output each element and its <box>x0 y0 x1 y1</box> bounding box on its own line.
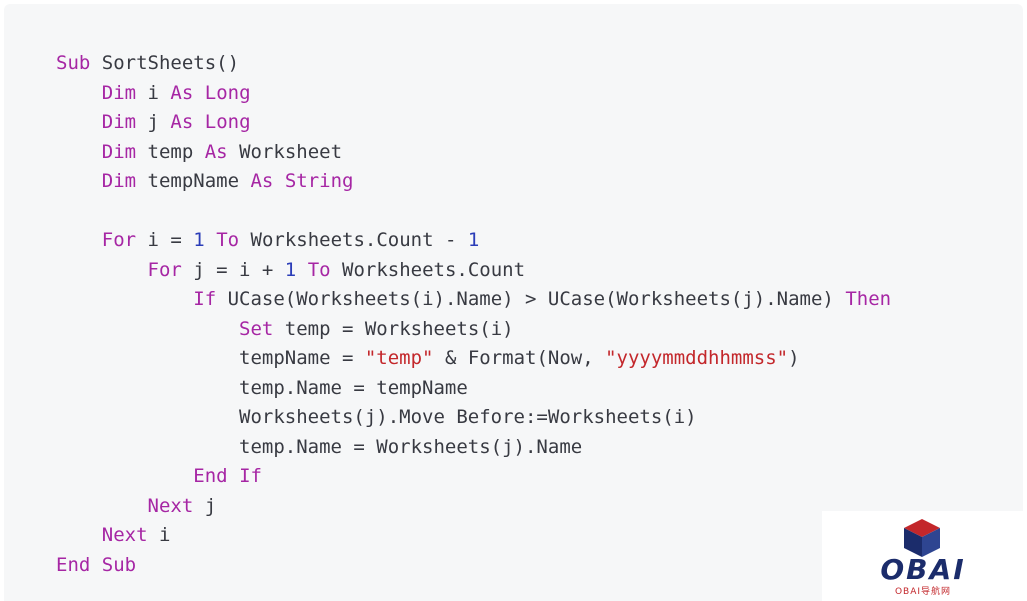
code-token: Worksheets.Count - <box>239 229 468 251</box>
code-token: As <box>170 111 194 133</box>
code-line: Worksheets(j).Move Before:=Worksheets(i) <box>56 403 891 433</box>
code-token: j = i + <box>181 258 285 281</box>
code-token <box>193 111 204 133</box>
code-token: i <box>147 524 171 546</box>
code-token: To <box>216 229 240 251</box>
code-line: Next j <box>56 492 891 522</box>
code-line: End Sub <box>56 551 891 581</box>
code-token <box>273 170 284 192</box>
code-token: tempName <box>136 170 251 192</box>
code-token <box>56 111 102 133</box>
code-token: If <box>193 288 217 310</box>
code-line <box>56 197 891 227</box>
code-token: Worksheet <box>227 140 343 163</box>
code-line: Dim temp As Worksheet <box>56 138 891 168</box>
code-token <box>56 170 102 192</box>
code-token: As <box>250 170 274 192</box>
code-token <box>205 229 216 251</box>
code-token: SortSheets() <box>90 52 240 74</box>
code-line: temp.Name = Worksheets(j).Name <box>56 433 891 463</box>
code-token <box>56 495 148 517</box>
code-line: End If <box>56 462 891 492</box>
code-token: As <box>204 140 228 163</box>
code-token <box>296 259 307 281</box>
code-token: i <box>136 81 171 104</box>
code-token <box>56 141 102 163</box>
code-token: Long <box>204 81 251 104</box>
watermark: OBAI OBAI导航网 <box>822 511 1024 601</box>
code-token <box>56 524 102 546</box>
code-token: Dim <box>101 170 137 192</box>
code-token: ) <box>788 347 800 369</box>
watermark-subtitle: OBAI导航网 <box>894 587 952 597</box>
code-token: As <box>170 81 194 104</box>
code-token <box>56 259 148 281</box>
code-token: temp.Name = tempName <box>56 376 468 399</box>
code-token: Dim <box>101 111 137 133</box>
code-token: Worksheets(j).Move Before:=Worksheets(i) <box>56 406 697 428</box>
code-token: temp.Name = Worksheets(j).Name <box>56 435 583 458</box>
code-token: & Format(Now, <box>433 347 606 369</box>
code-line: temp.Name = tempName <box>56 374 891 404</box>
code-line: tempName = "temp" & Format(Now, "yyyymmd… <box>56 344 891 374</box>
code-token: String <box>284 170 354 192</box>
code-token: "temp" <box>364 347 434 369</box>
code-token <box>56 229 102 251</box>
watermark-brand: OBAI <box>880 553 966 586</box>
code-token: Then <box>845 288 892 310</box>
code-token: Dim <box>101 81 137 104</box>
code-token: 1 <box>193 229 205 251</box>
code-line: Dim i As Long <box>56 79 891 109</box>
code-line: Dim tempName As String <box>56 167 891 197</box>
code-token <box>90 554 101 576</box>
code-token: 1 <box>467 229 480 251</box>
code-token: If <box>239 465 262 487</box>
code-token: Next <box>147 494 194 517</box>
code-line: For i = 1 To Worksheets.Count - 1 <box>56 226 891 256</box>
code-token: Sub <box>101 553 137 576</box>
code-token: j <box>193 494 217 517</box>
code-token: Long <box>204 111 251 133</box>
code-token <box>56 318 239 340</box>
code-token: tempName = <box>56 347 365 369</box>
code-token: To <box>307 258 331 281</box>
code-token: i = <box>136 229 194 251</box>
code-line: Sub SortSheets() <box>56 49 891 79</box>
code-token: End <box>193 465 228 487</box>
code-token: Sub <box>56 52 91 74</box>
code-line: Set temp = Worksheets(i) <box>56 315 891 345</box>
code-token: j <box>136 111 171 133</box>
code-token: 1 <box>284 258 297 281</box>
code-line: Dim j As Long <box>56 108 891 138</box>
code-token: End <box>56 553 91 576</box>
code-token: For <box>101 229 137 251</box>
code-token: Next <box>101 524 148 546</box>
code-token <box>228 465 239 487</box>
code-token: For <box>147 258 182 281</box>
code-token <box>193 82 204 104</box>
code-block: Sub SortSheets() Dim i As Long Dim j As … <box>4 4 1023 601</box>
code-line: Next i <box>56 521 891 551</box>
code-token: Set <box>239 317 274 340</box>
code-line: For j = i + 1 To Worksheets.Count <box>56 256 891 286</box>
code-token <box>56 288 193 310</box>
code-token: Worksheets.Count <box>330 258 526 281</box>
code-token: "yyyymmddhhmmss" <box>605 347 789 369</box>
code-token <box>56 82 102 104</box>
cube-logo-icon <box>904 519 940 557</box>
code-token: temp <box>136 140 205 163</box>
code-token: UCase(Worksheets(i).Name) > UCase(Worksh… <box>216 288 846 310</box>
code-token: Dim <box>101 140 137 163</box>
code-token: temp = Worksheets(i) <box>273 317 514 340</box>
code-text: Sub SortSheets() Dim i As Long Dim j As … <box>56 49 891 580</box>
code-token <box>56 465 193 487</box>
code-line: If UCase(Worksheets(i).Name) > UCase(Wor… <box>56 285 891 315</box>
